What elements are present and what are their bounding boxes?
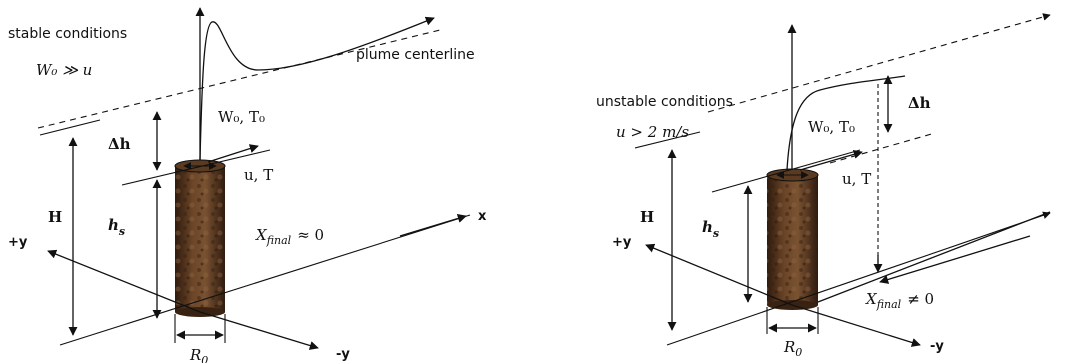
stable-panel: stable conditions W₀ ≫ u [8,7,487,363]
H-top-line [39,119,101,136]
plume-top-dashed-line [37,29,441,129]
H-label: H [48,208,62,226]
plus-y-label: +y [8,235,28,250]
ground-x-arrow-right [666,211,1051,346]
x-axis-line [59,214,471,346]
plus-y-axis-arrow [47,249,201,313]
r0-label-right: R0 [783,338,802,359]
r0-label: R0 [189,346,208,363]
minus-y-axis-arrow [199,311,319,350]
stack-top-line-right [711,149,861,193]
stack-right [766,168,819,310]
wind-arrow [207,144,259,163]
xfinal-label: Xfinal≈ 0 [255,226,324,247]
ground-line-right [817,211,1051,303]
stack-left [174,159,226,317]
minus-y-label-right: -y [930,339,944,354]
delta-h-label: Δh [108,135,131,153]
H-top-line-right [634,131,701,149]
plus-y-label-right: +y [612,235,632,250]
plume-curve-right [786,75,906,171]
minus-y-axis-arrow-right [791,304,921,347]
exit-velocity-label: W₀, T₀ [218,108,265,126]
wind-label: u, T [244,166,273,184]
stable-condition-label: stable conditions [8,26,127,42]
hs-label-right: hs [702,218,719,240]
stable-condition-math: W₀ ≫ u [36,61,92,79]
wind-arrow-right [799,149,863,171]
xfinal-arrow [879,235,1031,284]
minus-y-label: -y [336,347,350,362]
x-axis-arrow [399,214,467,237]
plume-centerline-curve [199,16,435,161]
exit-velocity-label-right: W₀, T₀ [808,118,855,136]
unstable-condition-math: u > 2 m/s [616,123,689,141]
stack-top-dashed-extension [829,132,936,164]
unstable-condition-label: unstable conditions [596,94,733,110]
hs-label: hs [108,216,125,238]
delta-h-label-right: Δh [908,94,931,112]
x-axis-label: x [478,209,487,224]
plus-y-axis-arrow-right [645,243,793,306]
unstable-panel: unstable conditions u > 2 m/s [596,13,1051,359]
H-label-right: H [640,208,654,226]
plume-centerline-label: plume centerline [356,47,475,63]
unstable-centerline-dashed-arrow [707,13,1051,113]
wind-label-right: u, T [842,170,871,188]
xfinal-label-right: Xfinal≠ 0 [865,290,934,311]
